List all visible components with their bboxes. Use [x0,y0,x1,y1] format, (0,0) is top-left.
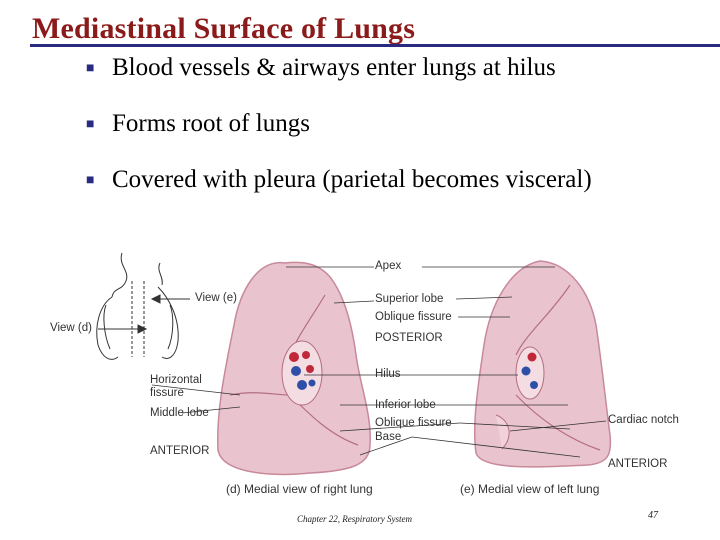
square-bullet-icon: ■ [86,117,112,133]
label-view-d: View (d) [50,322,92,335]
label-oblique-fissure-bottom: Oblique fissure [375,417,452,430]
bullet-text: Blood vessels & airways enter lungs at h… [112,54,556,82]
label-anterior-right: ANTERIOR [150,445,209,458]
label-apex: Apex [375,260,401,273]
label-horizontal-fissure-line2: fissure [150,387,184,400]
left-lung-illustration [475,261,611,467]
label-superior-lobe: Superior lobe [375,293,443,306]
label-horizontal-fissure-line1: Horizontal [150,374,202,387]
bullet-item: ■ Blood vessels & airways enter lungs at… [86,54,592,110]
bullet-text: Forms root of lungs [112,110,310,138]
caption-right-lung: (d) Medial view of right lung [226,483,373,496]
bullet-text: Covered with pleura (parietal becomes vi… [112,166,592,194]
title-underline [30,44,720,47]
page-title: Mediastinal Surface of Lungs [32,12,415,46]
lung-medial-view-figure: View (e) View (d) Apex Superior lobe Obl… [40,245,700,505]
square-bullet-icon: ■ [86,61,112,77]
caption-left-lung: (e) Medial view of left lung [460,483,599,496]
label-cardiac-notch: Cardiac notch [608,414,679,427]
label-middle-lobe: Middle lobe [150,407,209,420]
label-base: Base [375,431,401,444]
label-hilus: Hilus [375,368,401,381]
right-lung-illustration [218,262,370,474]
label-inferior-lobe: Inferior lobe [375,399,436,412]
label-anterior-left: ANTERIOR [608,458,667,471]
bullet-item: ■ Covered with pleura (parietal becomes … [86,166,592,222]
slide-footer: Chapter 22, Respiratory System [297,514,412,524]
page-number: 47 [648,510,658,521]
bullet-list: ■ Blood vessels & airways enter lungs at… [86,54,592,222]
bullet-item: ■ Forms root of lungs [86,110,592,166]
label-view-e: View (e) [195,292,237,305]
label-oblique-fissure-top: Oblique fissure [375,311,452,324]
label-posterior: POSTERIOR [375,332,443,345]
square-bullet-icon: ■ [86,173,112,189]
lung-illustration [40,245,700,505]
torso-orientation-sketch [97,253,178,359]
